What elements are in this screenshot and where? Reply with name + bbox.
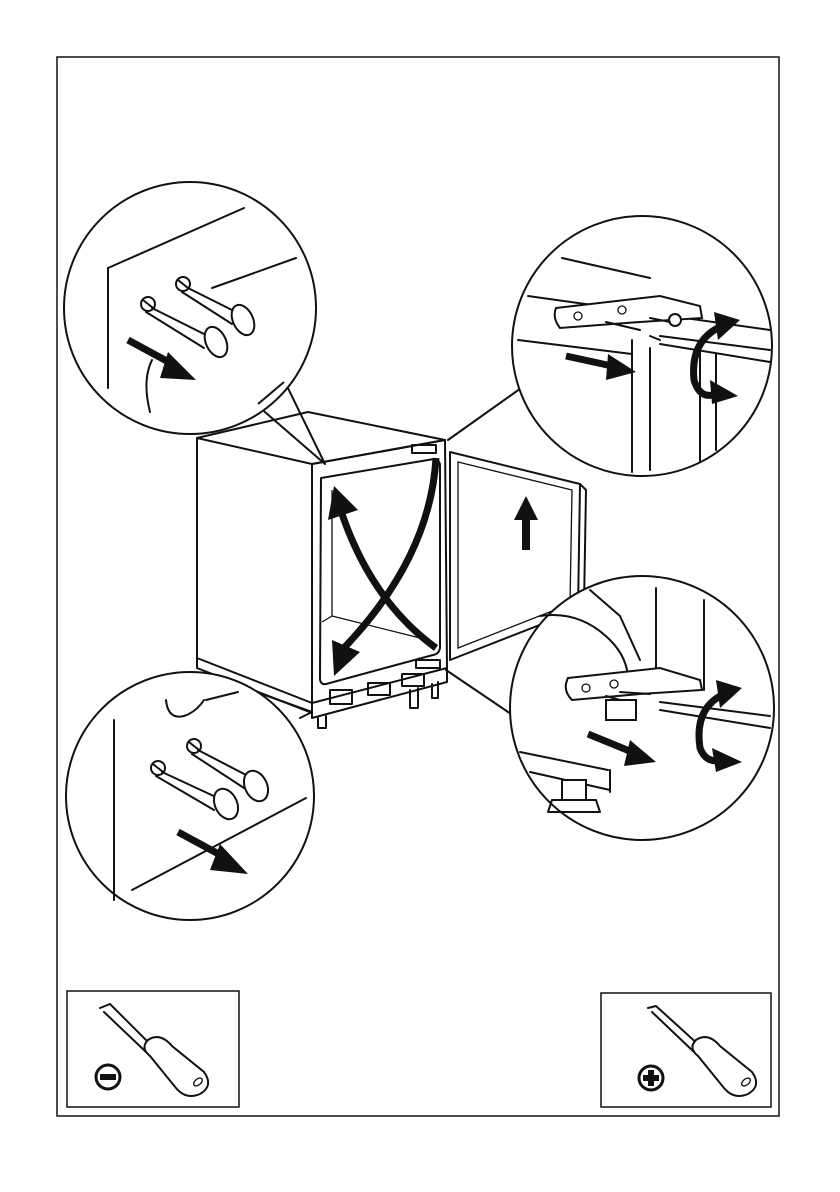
callout-bottom-left: [66, 672, 314, 920]
tool-phillips-screwdriver: [601, 993, 771, 1107]
callout-top-right: [448, 216, 772, 476]
door-swap-arrows: [328, 458, 436, 676]
lift-arrow: [514, 496, 538, 550]
tool-flat-screwdriver: [67, 991, 239, 1107]
callout-top-left: [64, 182, 325, 464]
callout-bottom-right: [446, 576, 774, 840]
plus-icon: [639, 1066, 663, 1090]
minus-icon: [96, 1065, 120, 1089]
